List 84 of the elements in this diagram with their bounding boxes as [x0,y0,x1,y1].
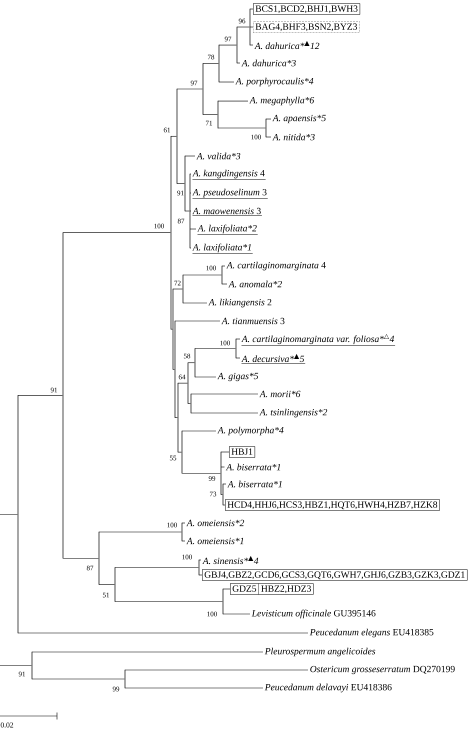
branch-line [188,403,191,404]
branch-line [202,114,218,115]
branch-line [18,395,63,396]
branch-line [198,574,202,576]
branch-line [182,540,186,542]
taxon-label: A. tianmuensis 3 [221,318,284,324]
taxon-label: A. apaensis*5 [272,114,326,124]
taxon-label: A. morii*6 [259,390,300,398]
branch-line [194,348,236,349]
taxon-label: A. gigas*5 [217,372,258,382]
taxon-label: A. anomala*2 [228,280,282,288]
branch-line [170,136,177,137]
branch-line [218,44,237,46]
branch-line [0,514,18,515]
branch-line [182,430,216,432]
branch-line [190,412,258,414]
branch-line [182,522,186,524]
branch-line [114,601,223,602]
taxon-label: A. nitida*3 [272,134,315,140]
taxon-label: A. omeiensis*2 [186,520,244,526]
branch-line [182,302,208,304]
branch-line [176,183,185,184]
taxon-label: Peucedanum elegans EU418385 [310,628,434,638]
taxon-label: A. porphyrocaulis*4 [235,78,314,86]
taxon-label: A. maowenensis 3 [192,208,261,214]
taxon-label: A. valida*3 [196,152,240,160]
branch-line [32,678,125,680]
taxon-label: A. pseudoselinum 3 [192,188,267,198]
branch-line [250,26,254,28]
taxon-label: A. megaphylla*6 [249,96,314,106]
sample-box: HCD4,HHJ6,HCS3,HBZ1,HQT6,HWH4,HZB7,HZK8 [225,499,440,511]
taxon-label: A. cartilaginomarginata var. foliosa*$^{△}$4 [241,334,394,344]
taxon-label: A. decursiva*$^{▲}$5 [241,354,304,362]
branch-line [178,382,188,384]
taxon-label: Peucedanum delavayi EU418386 [264,684,392,692]
branch-line [236,26,250,28]
sample-box: HBJ1 [229,446,256,458]
taxon-label: A. biserrata*1 [226,464,280,470]
branch-line [236,62,240,64]
branch-line [98,584,115,585]
taxon-label: A. biserrata*1 [227,480,282,488]
taxon-label: A. dahurica*$^{▲}$12 [254,40,320,50]
taxon-label: A. dahurica*3 [241,60,296,66]
sample-box: BAG4,BHF3,BSN2,BYZ3 [253,21,360,33]
branch-line [0,665,32,666]
branch-line [222,504,226,506]
branch-line [184,210,190,212]
branch-line [114,567,199,568]
sample-box: BCS1,BCD2,BHJ1,BWH3 [253,3,360,15]
branch-line [172,288,183,290]
branch-line [222,588,230,590]
branch-line [220,466,225,468]
branch-line [176,88,203,90]
branch-line [250,8,254,10]
branch-line [202,63,219,64]
sample-box: GDZ5 HBZ2,HDZ3 [230,583,314,595]
sample-box: GBJ4,GBZ2,GCD6,GCS3,GQT6,GWH7,GHJ6,GZB3,GZK3,GDZ1 [202,569,468,581]
taxon-label: Levisticum officinale GU395146 [252,610,376,618]
taxon-label: Pleurospermum angelicoides [264,648,376,656]
taxon-label: A. polymorpha*4 [217,426,284,436]
taxon-label: A. sinensis*$^{▲}$4 [202,556,258,564]
branch-line [62,558,99,559]
taxon-label: A. likiangensis 2 [208,298,272,308]
branch-line [62,232,171,234]
taxon-label: A. laxifoliata*1 [192,244,251,252]
branch-line [188,362,195,364]
branch-line [194,376,216,378]
taxon-label: A. omeiensis*1 [186,538,244,544]
taxon-label: Ostericum grosseserratum DQ270199 [310,666,455,674]
branch-line [218,100,248,102]
branch-line [250,44,254,46]
taxon-label: A. laxifoliata*2 [197,224,257,234]
branch-line [190,228,196,230]
branch-line [18,632,308,634]
taxon-label: A. kangdingensis 4 [192,170,265,178]
branch-line [236,338,240,340]
branch-line [182,472,221,474]
taxon-label: A. cartilaginomarginata 4 [226,262,326,270]
branch-line [266,118,272,120]
branch-line [174,320,220,322]
branch-line [182,274,222,276]
taxon-label: A. tsinlingensis*2 [259,408,328,418]
branch-line [266,136,272,138]
branch-line [174,417,178,418]
